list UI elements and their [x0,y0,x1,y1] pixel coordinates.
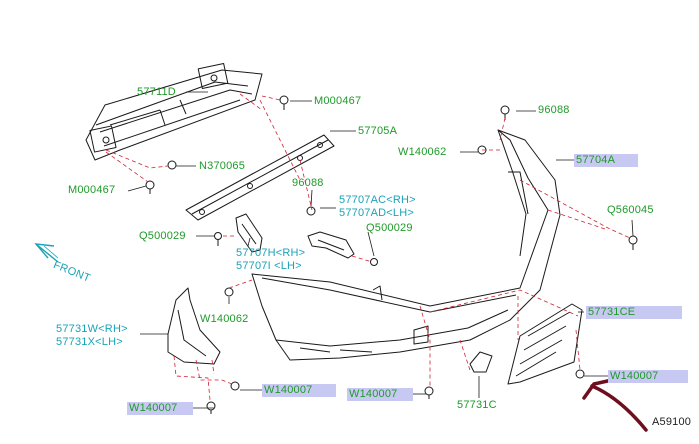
part-label-57707H: 57707H<RH> [236,247,306,259]
part-label-57707I: 57707I <LH> [236,260,302,272]
part-label-57704A: 57704A [574,154,638,167]
part-label-57707AC: 57707AC<RH> [339,194,416,206]
part-label-Q500029-left: Q500029 [139,230,186,242]
annotation-arrow-icon [582,378,648,432]
part-label-M000467-bottom: M000467 [68,184,116,196]
bumper-bracket [185,134,335,221]
part-label-57731X: 57731X<LH> [56,336,123,348]
part-label-Q560045: Q560045 [607,204,654,216]
leader-lines [127,91,634,409]
part-label-N370065: N370065 [199,160,246,172]
part-label-57711D: 57711D [137,86,176,98]
part-label-W140007-center: W140007 [262,384,336,397]
part-label-W140007-right: W140007 [608,370,688,383]
part-label-57705A: 57705A [358,125,398,137]
dashed-guides [105,93,631,401]
front-arrow-icon [34,243,59,263]
part-label-57731C: 57731C [457,399,497,411]
part-label-Q500029-right: Q500029 [366,222,413,234]
rear-diffuser [507,303,583,385]
part-label-57707AD: 57707AD<LH> [339,207,414,219]
part-label-W140007-left: W140007 [127,402,193,415]
part-label-96088-right: 96088 [538,104,570,116]
part-label-W140062-top: W140062 [398,146,447,158]
side-bracket-left [235,213,263,253]
part-label-57731CE: 57731CE [586,306,682,319]
small-clip [469,351,493,373]
bumper-cover [251,129,561,361]
part-label-M000467-top: M000467 [314,95,362,107]
part-label-W140062-bottom: W140062 [200,313,249,325]
part-label-W140007-bottom: W140007 [347,388,413,401]
bumper-reinforcement [85,63,263,161]
diagram-code: A59100 [652,416,692,428]
side-bracket-right [307,231,355,259]
part-label-57731W: 57731W<RH> [56,323,128,335]
part-label-96088-center: 96088 [292,177,324,189]
side-guard [167,287,221,365]
